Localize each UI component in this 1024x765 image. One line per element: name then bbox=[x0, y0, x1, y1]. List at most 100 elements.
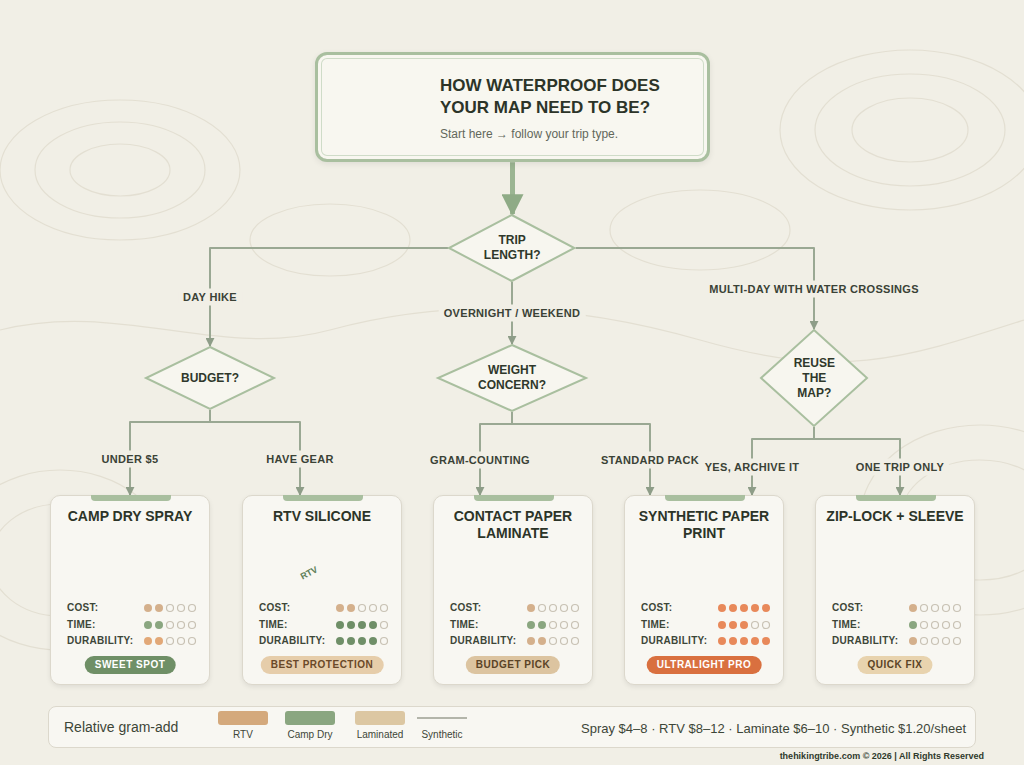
rating-dot-filled bbox=[909, 621, 917, 629]
rating-label: TIME: bbox=[67, 619, 96, 631]
legend-text: Camp Dry bbox=[278, 729, 342, 741]
rating-label: DURABILITY: bbox=[641, 635, 707, 647]
legend-swatch bbox=[355, 711, 405, 725]
badge: SWEET SPOT bbox=[85, 656, 176, 674]
badge-text: SWEET SPOT bbox=[95, 659, 166, 671]
legend-item: Camp Dry bbox=[278, 711, 342, 741]
rating-dot-filled bbox=[527, 621, 535, 629]
badge-text: BEST PROTECTION bbox=[271, 659, 374, 671]
rating-label: TIME: bbox=[259, 619, 288, 631]
rating-label: DURABILITY: bbox=[259, 635, 325, 647]
rating-dot-empty bbox=[381, 621, 388, 628]
branch-label: GRAM-COUNTING bbox=[425, 451, 535, 468]
decision-diamond: WEIGHT CONCERN? bbox=[437, 344, 587, 412]
rating-label: COST: bbox=[67, 602, 99, 614]
method-card: RTV SILICONECOST:TIME:DURABILITY:BEST PR… bbox=[242, 495, 402, 685]
badge: BUDGET PICK bbox=[466, 656, 560, 674]
badge: ULTRALIGHT PRO bbox=[647, 656, 762, 674]
branch-label: HAVE GEAR bbox=[261, 450, 338, 467]
diamond-text-wrap: BUDGET? bbox=[181, 371, 240, 386]
card-tab bbox=[665, 495, 745, 501]
rating-dot-empty bbox=[189, 638, 196, 645]
rating-dot-filled bbox=[729, 604, 737, 612]
rating-dot-filled bbox=[347, 604, 355, 612]
card-title: RTV SILICONE bbox=[248, 508, 396, 525]
badge-text: BUDGET PICK bbox=[476, 659, 550, 671]
diamond-shape bbox=[438, 345, 586, 411]
rating-dot-empty bbox=[954, 605, 961, 612]
rating-dots bbox=[526, 619, 586, 631]
rating-dot-empty bbox=[954, 621, 961, 628]
method-card: CONTACT PAPER LAMINATECOST:TIME:DURABILI… bbox=[433, 495, 593, 685]
rating-dot-empty bbox=[943, 638, 950, 645]
rating-dot-empty bbox=[921, 638, 928, 645]
legend-text: Synthetic bbox=[410, 729, 474, 741]
rating-dot-filled bbox=[155, 637, 163, 645]
branch-label: ONE TRIP ONLY bbox=[851, 459, 949, 476]
rating-dot-empty bbox=[572, 621, 579, 628]
rating-dot-filled bbox=[347, 637, 355, 645]
rating-dot-empty bbox=[763, 621, 770, 628]
rating-dot-empty bbox=[932, 605, 939, 612]
rating-dot-filled bbox=[909, 637, 917, 645]
rating-dots bbox=[335, 619, 395, 631]
card-tab bbox=[856, 495, 936, 501]
rating-dot-empty bbox=[943, 621, 950, 628]
rating-dot-empty bbox=[167, 638, 174, 645]
rating-dot-empty bbox=[561, 605, 568, 612]
card-tab bbox=[91, 495, 171, 501]
rating-dot-filled bbox=[336, 621, 344, 629]
rating-dot-filled bbox=[358, 637, 366, 645]
rating-dot-filled bbox=[347, 621, 355, 629]
rating-label: TIME: bbox=[641, 619, 670, 631]
rating-dot-filled bbox=[718, 637, 726, 645]
rating-dot-filled bbox=[527, 637, 535, 645]
decision-diamond: TRIP LENGTH? bbox=[448, 214, 575, 282]
rating-dot-filled bbox=[718, 604, 726, 612]
rating-dots bbox=[717, 635, 777, 647]
diamond-text: BUDGET? bbox=[181, 371, 240, 386]
flow-connector bbox=[210, 248, 448, 346]
card-title: SYNTHETIC PAPER PRINT bbox=[630, 508, 778, 542]
rating-label: DURABILITY: bbox=[450, 635, 516, 647]
legend-line bbox=[417, 717, 467, 719]
price-note: Spray $4–8 · RTV $8–12 · Laminate $6–10 … bbox=[581, 721, 966, 736]
branch-label: OVERNIGHT / WEEKEND bbox=[439, 305, 586, 322]
rating-dot-filled bbox=[740, 604, 748, 612]
rating-dot-empty bbox=[550, 638, 557, 645]
rating-dot-filled bbox=[336, 637, 344, 645]
diamond-shape bbox=[146, 347, 274, 409]
diagram-title: HOW WATERPROOF DOES YOUR MAP NEED TO BE? bbox=[440, 75, 692, 119]
rating-dot-empty bbox=[189, 605, 196, 612]
rating-dots bbox=[526, 635, 586, 647]
rating-dot-empty bbox=[189, 621, 196, 628]
rating-dot-empty bbox=[550, 621, 557, 628]
rating-dot-empty bbox=[550, 605, 557, 612]
legend-swatch bbox=[218, 711, 268, 725]
rating-dot-filled bbox=[369, 637, 377, 645]
rating-dots bbox=[143, 602, 203, 614]
legend-line-sample bbox=[417, 711, 467, 725]
rating-dot-filled bbox=[909, 604, 917, 612]
diamond-text-wrap: REUSE THE MAP? bbox=[793, 356, 836, 401]
rating-dot-filled bbox=[740, 621, 748, 629]
rating-dot-filled bbox=[751, 604, 759, 612]
rating-dot-empty bbox=[932, 638, 939, 645]
copyright-watermark: thehikingtribe.com © 2026 | All Rights R… bbox=[780, 751, 984, 761]
rating-dot-empty bbox=[954, 638, 961, 645]
method-card: SYNTHETIC PAPER PRINTCOST:TIME:DURABILIT… bbox=[624, 495, 784, 685]
card-tab bbox=[283, 495, 363, 501]
diamond-text: TRIP LENGTH? bbox=[483, 233, 541, 263]
rating-dot-empty bbox=[178, 605, 185, 612]
branch-label: DAY HIKE bbox=[178, 289, 242, 306]
rating-dot-filled bbox=[155, 604, 163, 612]
rating-dot-filled bbox=[538, 637, 546, 645]
badge: BEST PROTECTION bbox=[261, 656, 384, 674]
diamond-shape bbox=[761, 330, 867, 426]
card-title: CONTACT PAPER LAMINATE bbox=[439, 508, 587, 542]
rating-dot-empty bbox=[561, 621, 568, 628]
rating-dots bbox=[908, 635, 968, 647]
diamond-text-wrap: TRIP LENGTH? bbox=[483, 233, 541, 263]
branch-label: YES, ARCHIVE IT bbox=[700, 459, 805, 476]
